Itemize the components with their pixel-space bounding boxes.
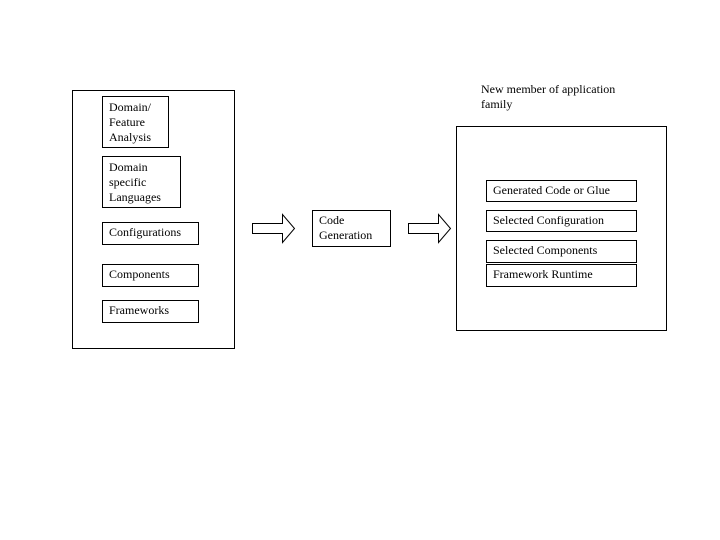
frameworks-box: Frameworks [102,300,199,323]
selected-configuration-box: Selected Configuration [486,210,637,232]
domain-specific-languages-box: Domain specific Languages [102,156,181,208]
components-box: Components [102,264,199,287]
flow-arrow-1 [252,213,296,244]
code-generation-box: Code Generation [312,210,391,247]
selected-components-box: Selected Components [486,240,637,263]
generated-code-or-glue-box: Generated Code or Glue [486,180,637,202]
flow-arrow-2 [408,213,452,244]
configurations-box: Configurations [102,222,199,245]
domain-feature-analysis-box: Domain/ Feature Analysis [102,96,169,148]
framework-runtime-box: Framework Runtime [486,264,637,287]
application-member-title: New member of application family [481,82,616,111]
